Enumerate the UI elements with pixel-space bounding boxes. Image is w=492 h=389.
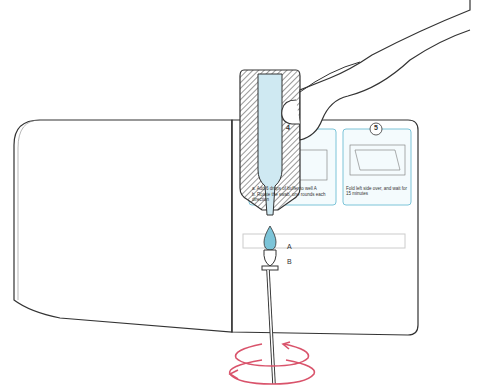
part-label: B (287, 258, 299, 266)
part-label: A (287, 243, 299, 251)
buffer-drop (264, 226, 276, 250)
step-circle (370, 123, 382, 135)
step-text: Fold left side over, and wait for 15 min… (346, 186, 408, 196)
swab-tip (264, 250, 276, 266)
fold-line (232, 120, 233, 332)
swab-stick (268, 270, 274, 384)
thumb (282, 100, 300, 124)
step-text: a. Add 6 drops of buffer to well A (252, 186, 334, 191)
swab-collar (262, 266, 278, 270)
hand (300, 0, 470, 140)
rotation-arrow (230, 342, 315, 384)
finger (300, 62, 360, 92)
left-panel (14, 120, 232, 332)
step-number: 4 (284, 124, 292, 132)
panel-edge (18, 120, 40, 300)
swab-stick (268, 270, 274, 384)
step-number: 5 (372, 124, 380, 132)
step-box (343, 129, 411, 205)
step-text: b. Rotate the swab, one rounds each dire… (252, 192, 334, 202)
